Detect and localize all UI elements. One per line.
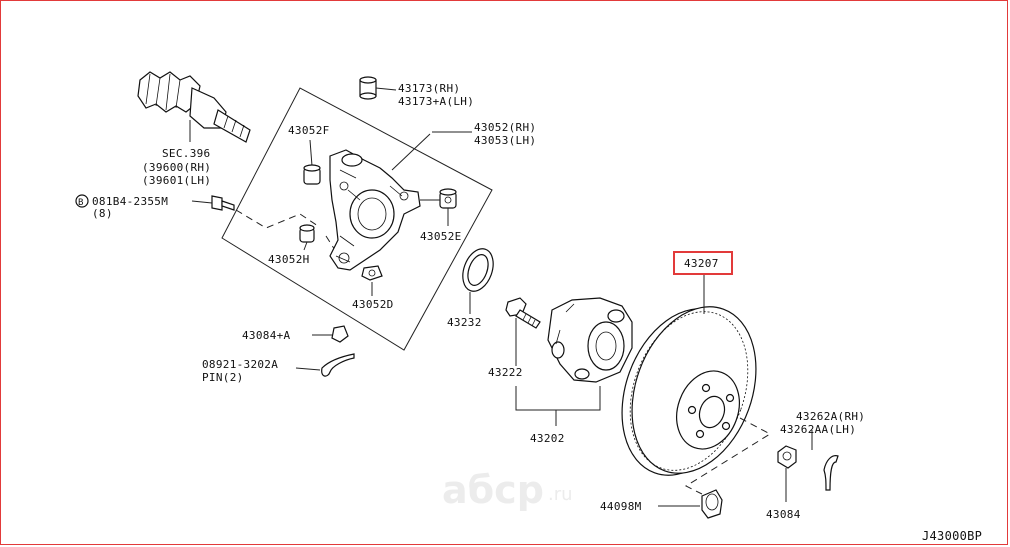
hub-assembly-43202[interactable] (547, 297, 633, 383)
seal-43232[interactable] (457, 245, 498, 296)
label-43052f: 43052F (288, 124, 330, 137)
label-sec396: SEC.396 (162, 147, 210, 160)
bushing-43052h[interactable] (299, 224, 315, 243)
label-b: B (78, 198, 84, 208)
label-43052-rh: 43052(RH) (474, 121, 536, 134)
drive-shaft[interactable] (137, 71, 251, 143)
watermark-brand: aбcp (442, 468, 544, 512)
watermark: aбcp .ru (442, 468, 573, 512)
hub-bolt-43222[interactable] (505, 297, 541, 329)
bolt-081b4[interactable] (211, 195, 235, 211)
label-081b4: 081B4-2355M (92, 195, 168, 208)
label-08921: 08921-3202A (202, 358, 278, 371)
diagram-code: J43000BP (922, 529, 982, 543)
label-43084: 43084 (766, 508, 801, 521)
watermark-tld: .ru (548, 484, 573, 505)
label-43173-lh: 43173+A(LH) (398, 95, 474, 108)
knuckle-43052[interactable] (329, 149, 421, 271)
bushing-43052f[interactable] (303, 164, 321, 185)
nut-43052d[interactable] (361, 265, 383, 281)
label-43232: 43232 (447, 316, 482, 329)
label-pin-qty: PIN(2) (202, 371, 244, 384)
label-39600: (39600(RH) (142, 161, 211, 174)
cotter-pin-right[interactable] (823, 455, 839, 491)
label-43262-rh: 43262A(RH) (796, 410, 865, 423)
label-081b4-qty: (8) (92, 207, 113, 220)
plug-44098m[interactable] (701, 489, 723, 519)
cotter-pin-08921[interactable] (321, 353, 355, 377)
label-43173-rh: 43173(RH) (398, 82, 460, 95)
b-circle-icon (75, 194, 89, 208)
label-43084a: 43084+A (242, 329, 291, 342)
label-43052h: 43052H (268, 253, 310, 266)
wheel-nut-43262[interactable] (777, 445, 797, 469)
highlight-box-43207 (673, 251, 733, 275)
label-44098m: 44098M (600, 500, 642, 513)
nut-43084a[interactable] (331, 325, 349, 343)
label-43053-lh: 43053(LH) (474, 134, 536, 147)
label-43262-lh: 43262AA(LH) (780, 423, 856, 436)
knuckle-group-box (221, 87, 493, 351)
label-43207: 43207 (684, 257, 719, 270)
label-43052e: 43052E (420, 230, 462, 243)
label-43052d: 43052D (352, 298, 394, 311)
bushing-43052e[interactable] (439, 188, 457, 209)
label-43222: 43222 (488, 366, 523, 379)
label-43202: 43202 (530, 432, 565, 445)
label-39601: (39601(LH) (142, 174, 211, 187)
brake-disc-43207[interactable] (600, 289, 778, 492)
bushing-43173[interactable] (359, 76, 377, 100)
